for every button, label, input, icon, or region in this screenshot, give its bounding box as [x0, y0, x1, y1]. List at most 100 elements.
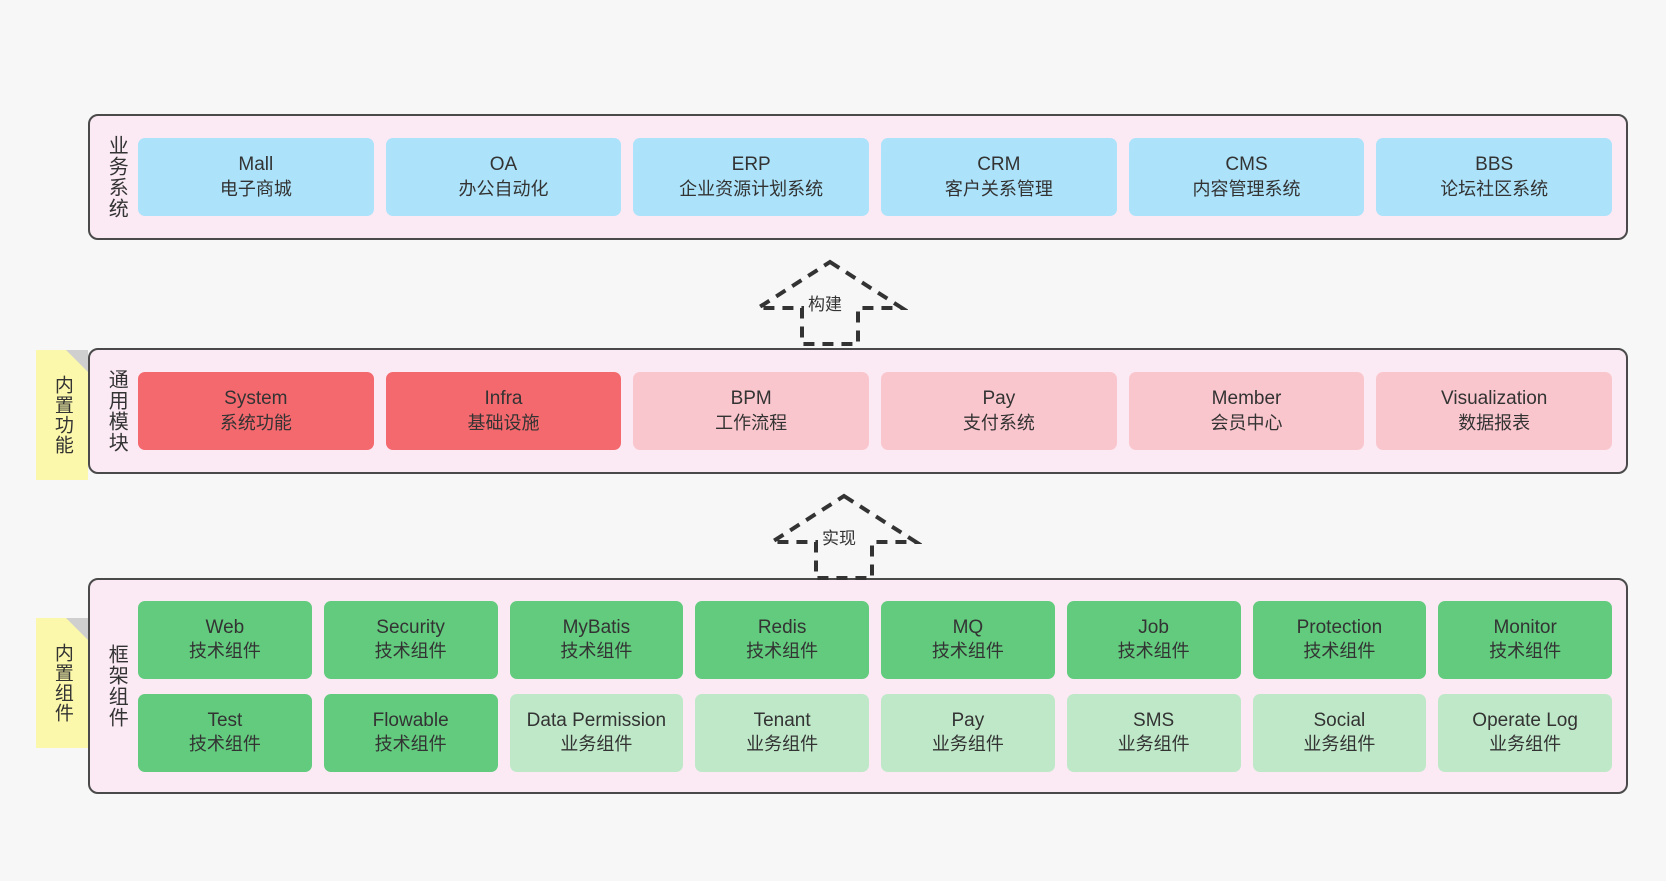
card-cms-cn: 内容管理系统 [1192, 178, 1301, 199]
note-builtin-features: 内置功能 [36, 350, 88, 480]
card-infra[interactable]: Infra 基础设施 [385, 372, 622, 450]
card-flowable[interactable]: Flowable 技术组件 [323, 693, 498, 772]
note-builtin-components-text: 内置组件 [51, 643, 73, 723]
layer-body-framework-component: Web 技术组件 Security 技术组件 MyBatis 技术组件 Redi… [136, 580, 1626, 792]
card-erp-cn: 企业资源计划系统 [679, 178, 824, 199]
card-infra-en: Infra [484, 388, 523, 410]
card-sms-en: SMS [1133, 709, 1175, 731]
card-mybatis[interactable]: MyBatis 技术组件 [509, 600, 684, 679]
card-security-en: Security [376, 616, 445, 638]
card-security[interactable]: Security 技术组件 [323, 600, 498, 679]
card-data-permission-en: Data Permission [526, 709, 667, 731]
card-security-cn: 技术组件 [374, 641, 447, 662]
card-social-en: Social [1313, 709, 1366, 731]
layer-title-business-system: 业务系统 [105, 135, 128, 219]
note-fold-corner-icon [66, 350, 88, 372]
card-mq-en: MQ [952, 616, 984, 638]
card-flowable-cn: 技术组件 [374, 734, 447, 755]
connector-build: 构建 [752, 258, 908, 348]
card-data-permission-cn: 业务组件 [560, 734, 633, 755]
layer-framework-component: 框架组件 Web 技术组件 Security 技术组件 MyBatis 技术组 [88, 578, 1628, 794]
card-protection[interactable]: Protection 技术组件 [1252, 600, 1427, 679]
card-pay-module[interactable]: Pay 支付系统 [881, 372, 1117, 450]
card-pay-component-cn: 业务组件 [931, 734, 1004, 755]
card-system-en: System [224, 388, 288, 410]
card-web-en: Web [205, 616, 245, 638]
card-visualization-en: Visualization [1441, 388, 1548, 410]
card-operate-log-cn: 业务组件 [1489, 734, 1562, 755]
card-redis[interactable]: Redis 技术组件 [695, 600, 869, 679]
layer-title-common-module: 通用模块 [105, 369, 128, 453]
common-module-card-row: System 系统功能 Infra 基础设施 BPM 工作流程 Pay 支付系统… [138, 372, 1613, 450]
card-crm[interactable]: CRM 客户关系管理 [881, 138, 1117, 216]
connector-build-label: 构建 [808, 295, 842, 314]
card-protection-en: Protection [1296, 616, 1383, 638]
card-bpm-cn: 工作流程 [715, 412, 788, 433]
framework-component-grid: Web 技术组件 Security 技术组件 MyBatis 技术组件 Redi… [138, 589, 1612, 784]
card-oa-cn: 办公自动化 [458, 178, 549, 199]
card-mall[interactable]: Mall 电子商城 [138, 138, 374, 216]
card-mq-cn: 技术组件 [931, 641, 1004, 662]
card-erp[interactable]: ERP 企业资源计划系统 [633, 138, 870, 216]
card-pay-module-cn: 支付系统 [962, 412, 1035, 433]
card-mybatis-cn: 技术组件 [560, 641, 633, 662]
card-bbs-cn: 论坛社区系统 [1440, 178, 1549, 199]
card-oa[interactable]: OA 办公自动化 [385, 138, 622, 216]
card-protection-cn: 技术组件 [1303, 641, 1376, 662]
card-test-cn: 技术组件 [188, 734, 261, 755]
card-monitor-en: Monitor [1493, 616, 1557, 638]
card-test-en: Test [207, 709, 243, 731]
card-visualization-cn: 数据报表 [1458, 412, 1531, 433]
card-system[interactable]: System 系统功能 [138, 372, 374, 450]
card-redis-cn: 技术组件 [746, 641, 819, 662]
card-bpm-en: BPM [730, 388, 772, 410]
card-crm-cn: 客户关系管理 [944, 178, 1053, 199]
framework-tech-row: Web 技术组件 Security 技术组件 MyBatis 技术组件 Redi… [138, 600, 1612, 679]
card-pay-component[interactable]: Pay 业务组件 [881, 693, 1055, 772]
card-operate-log-en: Operate Log [1472, 709, 1578, 731]
card-job[interactable]: Job 技术组件 [1066, 600, 1241, 679]
layer-body-business-system: Mall 电子商城 OA 办公自动化 ERP 企业资源计划系统 CRM 客户关系… [136, 116, 1626, 238]
card-data-permission[interactable]: Data Permission 业务组件 [509, 693, 684, 772]
card-bpm[interactable]: BPM 工作流程 [633, 372, 870, 450]
layer-common-module: 通用模块 System 系统功能 Infra 基础设施 BPM 工作流程 Pay [88, 348, 1628, 474]
build-arrow-icon [752, 259, 908, 346]
card-social-cn: 业务组件 [1303, 734, 1376, 755]
card-monitor[interactable]: Monitor 技术组件 [1438, 600, 1612, 679]
note-fold-corner-icon [66, 618, 88, 640]
card-system-cn: 系统功能 [219, 412, 292, 433]
card-bbs-en: BBS [1475, 154, 1514, 176]
card-visualization[interactable]: Visualization 数据报表 [1376, 372, 1613, 450]
card-tenant-cn: 业务组件 [746, 734, 819, 755]
card-member[interactable]: Member 会员中心 [1128, 372, 1365, 450]
card-operate-log[interactable]: Operate Log 业务组件 [1438, 693, 1612, 772]
card-mall-en: Mall [238, 154, 274, 176]
card-mq[interactable]: MQ 技术组件 [881, 600, 1055, 679]
card-test[interactable]: Test 技术组件 [138, 693, 312, 772]
connector-implement-label: 实现 [822, 529, 856, 548]
card-job-cn: 技术组件 [1117, 641, 1190, 662]
card-social[interactable]: Social 业务组件 [1252, 693, 1427, 772]
card-tenant[interactable]: Tenant 业务组件 [695, 693, 869, 772]
card-member-en: Member [1211, 388, 1282, 410]
layer-business-system: 业务系统 Mall 电子商城 OA 办公自动化 ERP 企业资源计划系统 CRM [88, 114, 1628, 240]
card-cms-en: CMS [1225, 154, 1268, 176]
card-web[interactable]: Web 技术组件 [138, 600, 312, 679]
card-web-cn: 技术组件 [188, 641, 261, 662]
card-redis-en: Redis [757, 616, 807, 638]
layer-body-common-module: System 系统功能 Infra 基础设施 BPM 工作流程 Pay 支付系统… [136, 350, 1626, 472]
card-pay-component-en: Pay [951, 709, 985, 731]
card-mybatis-en: MyBatis [562, 616, 631, 638]
card-sms[interactable]: SMS 业务组件 [1066, 693, 1241, 772]
framework-business-row: Test 技术组件 Flowable 技术组件 Data Permission … [138, 693, 1612, 772]
card-cms[interactable]: CMS 内容管理系统 [1128, 138, 1365, 216]
card-flowable-en: Flowable [372, 709, 449, 731]
card-bbs[interactable]: BBS 论坛社区系统 [1376, 138, 1613, 216]
connector-implement: 实现 [766, 492, 922, 582]
card-member-cn: 会员中心 [1210, 412, 1283, 433]
business-system-card-row: Mall 电子商城 OA 办公自动化 ERP 企业资源计划系统 CRM 客户关系… [138, 138, 1613, 216]
layer-title-framework-component: 框架组件 [105, 644, 128, 728]
card-crm-en: CRM [977, 154, 1021, 176]
card-tenant-en: Tenant [753, 709, 811, 731]
